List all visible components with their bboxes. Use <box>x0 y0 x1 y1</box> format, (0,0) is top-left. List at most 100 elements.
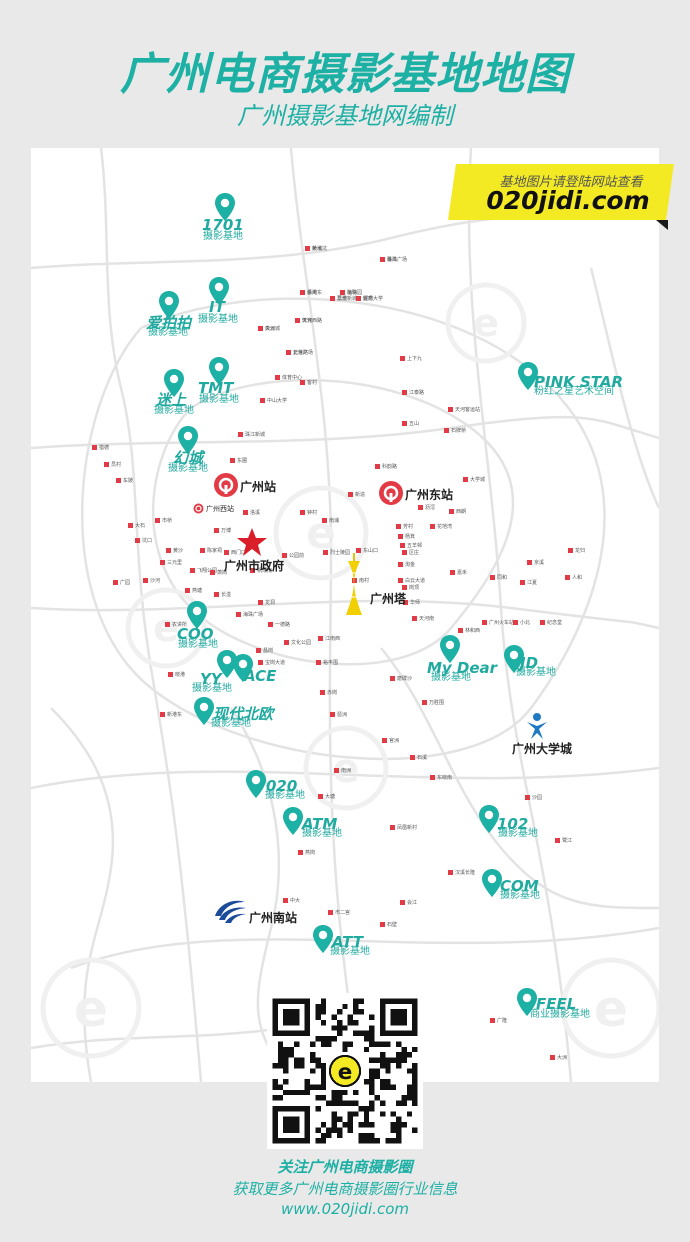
poi-label: 客村 <box>300 380 317 386</box>
location-pin-icon[interactable] <box>208 276 230 306</box>
poi-label: 南洲 <box>334 768 351 774</box>
poi-label: 赤岗 <box>320 690 337 696</box>
base-subtitle: 粉红之星艺术空间 <box>534 386 614 397</box>
poi-label: 万胜围 <box>422 700 444 706</box>
base-subtitle: 摄影基地 <box>498 828 538 839</box>
location-pin-icon[interactable] <box>177 425 199 455</box>
high-speed-rail-icon <box>215 900 246 923</box>
poi-label: 嘉禾 <box>450 570 467 576</box>
location-pin-icon[interactable] <box>503 644 525 674</box>
poi-label: 纪念堂 <box>540 620 562 626</box>
poi-label: 海珠广场 <box>236 612 263 618</box>
location-pin-icon[interactable] <box>478 804 500 834</box>
poi-label: 大石 <box>128 523 145 529</box>
base-name: ATM <box>302 815 338 833</box>
poi-label: 体育西路 <box>295 318 322 324</box>
poi-label: 宝岗大道 <box>258 660 285 666</box>
poi-label: 沙园 <box>525 795 542 801</box>
location-pin-icon[interactable] <box>232 653 254 683</box>
location-pin-icon[interactable] <box>481 868 503 898</box>
landmark-gz-south-station: 广州南站 <box>249 911 298 925</box>
poi-label: 洛溪 <box>243 510 260 516</box>
poi-label: 京溪 <box>527 560 544 566</box>
railway-station-icon <box>214 473 238 497</box>
city-hall-star-icon <box>237 528 267 556</box>
location-pin-icon[interactable] <box>516 987 538 1017</box>
poi-label: 石溪 <box>410 755 427 761</box>
poi-label: 龙归 <box>568 548 585 554</box>
poi-label: 公园前 <box>282 553 304 559</box>
poi-label: 沙河 <box>143 578 160 584</box>
poi-label: 陈家祠 <box>200 548 222 554</box>
location-pin-icon[interactable] <box>186 600 208 630</box>
location-pin-icon[interactable] <box>312 924 334 954</box>
footer-website-link[interactable]: www.020jidi.com <box>280 1200 410 1218</box>
base-subtitle: 摄影基地 <box>330 946 370 957</box>
footer-follow: 关注广州电商摄影圈 <box>277 1158 413 1176</box>
poi-label: 车陂 <box>116 478 133 484</box>
location-pin-icon[interactable] <box>216 649 238 679</box>
poi-label: 江南西 <box>318 636 340 642</box>
landmark-gz-station: 广州站 <box>240 480 277 494</box>
landmark-gz-west-station: 广州西站 <box>206 505 234 513</box>
poi-label: 大学城 <box>463 477 485 483</box>
landmark-canton-tower: 广州塔 <box>370 592 407 606</box>
poi-label: 萧岗 <box>210 570 227 576</box>
poi-label: 农讲所 <box>165 622 187 628</box>
base-subtitle: 摄影基地 <box>265 790 305 801</box>
poi-label: 坑口 <box>135 538 152 544</box>
poi-label: 花地湾 <box>430 524 452 530</box>
location-pin-icon[interactable] <box>439 634 461 664</box>
poi-label: 晓港 <box>168 672 185 678</box>
poi-label: 天河城 <box>258 326 280 332</box>
svg-text:e: e <box>74 980 108 1038</box>
railway-station-small-icon <box>193 503 204 514</box>
poi-label: 杨箕 <box>398 534 415 540</box>
base-subtitle: 摄影基地 <box>516 667 556 678</box>
base-subtitle: 摄影基地 <box>148 327 188 338</box>
poi-label: 科韵路 <box>375 464 397 470</box>
poi-label: 华景新城 <box>330 296 357 302</box>
poi-label: 小北 <box>513 620 530 626</box>
base-subtitle: 摄影基地 <box>178 639 218 650</box>
poi-label: 中山大学 <box>260 398 287 404</box>
location-pin-icon[interactable] <box>158 290 180 320</box>
poi-label: 沥滘 <box>418 505 435 511</box>
poi-label: 东晓南 <box>430 775 452 781</box>
poi-label: 上下九 <box>400 356 422 362</box>
base-name: 幻城 <box>173 449 204 467</box>
location-pin-icon[interactable] <box>193 696 215 726</box>
location-pin-icon[interactable] <box>163 368 185 398</box>
poi-label: 磨碟沙 <box>390 676 412 682</box>
poi-label: 长湴 <box>214 592 231 598</box>
poi-label: 天河南 <box>412 616 434 622</box>
base-name: JD <box>520 654 539 672</box>
base-name: 020 <box>266 777 298 795</box>
poi-label: 华师 <box>403 600 420 606</box>
base-name: COM <box>500 877 539 895</box>
banner-url[interactable]: 020jidi.com <box>486 186 650 215</box>
location-pin-icon[interactable] <box>245 769 267 799</box>
base-name: COO <box>177 625 214 643</box>
poi-label: 植物园 <box>340 290 362 296</box>
poi-label: 清河东 <box>300 290 322 296</box>
location-pin-icon[interactable] <box>214 192 236 222</box>
base-name: My Dear <box>427 659 498 677</box>
poi-label: 大塘 <box>318 794 335 800</box>
poi-label: 淘金 <box>398 562 415 568</box>
poi-label: 鹭江 <box>555 838 572 844</box>
poi-label: 琶洲 <box>330 712 347 718</box>
poi-label: 中大 <box>283 898 300 904</box>
qr-code[interactable]: e <box>267 993 423 1149</box>
location-pin-icon[interactable] <box>517 361 539 391</box>
map-canvas[interactable]: e e e e e e <box>31 148 659 1082</box>
railway-station-icon <box>379 481 403 505</box>
poi-label: 员村 <box>104 462 121 468</box>
poi-label: 西门口 <box>224 550 246 556</box>
poi-label: 市桥 <box>155 518 172 524</box>
base-name: 现代北欧 <box>213 705 274 723</box>
location-pin-icon[interactable] <box>282 806 304 836</box>
location-pin-icon[interactable] <box>208 356 230 386</box>
poi-label: 江泰路 <box>402 390 424 396</box>
base-subtitle: 摄影基地 <box>168 463 208 474</box>
